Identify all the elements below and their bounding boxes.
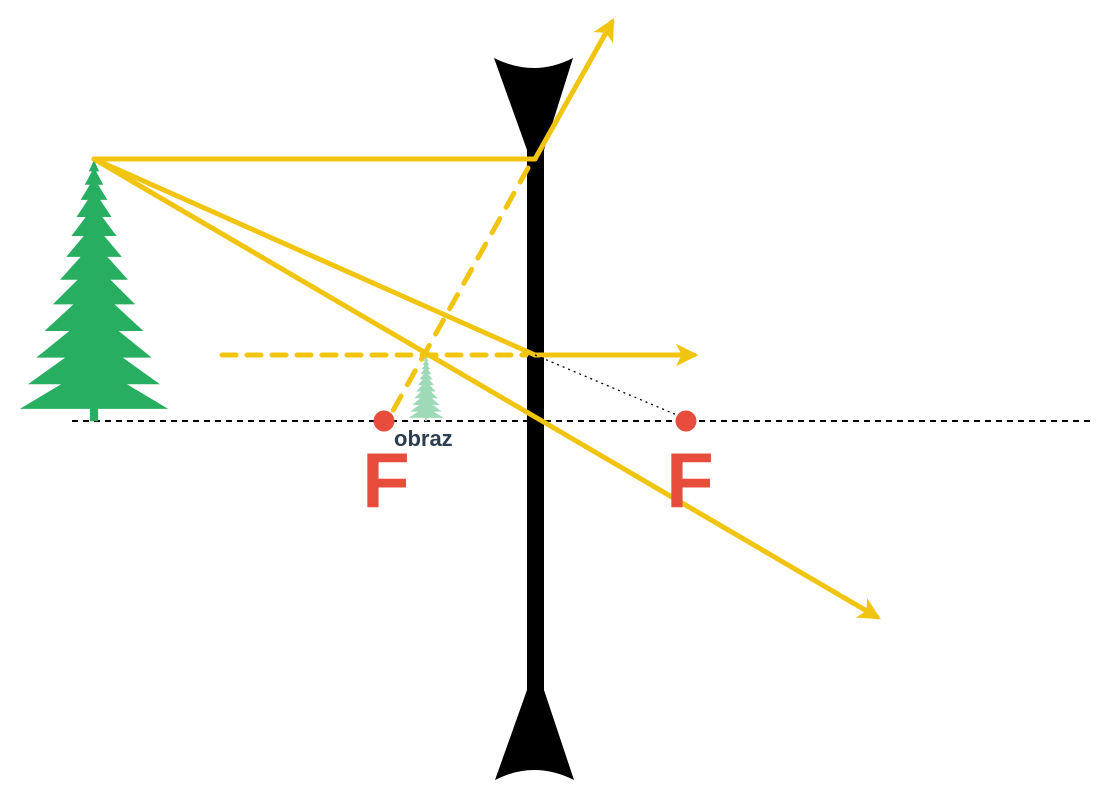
focal-point-left: [373, 410, 395, 432]
image-tree-icon: [408, 355, 444, 421]
focal-label-right: F: [666, 436, 714, 524]
ray-center: [91, 156, 881, 620]
focal-point-right: [675, 410, 697, 432]
ray-parallel-extension: [387, 165, 531, 419]
image-label: obraz: [394, 426, 453, 451]
ray-to-focus-incident: [91, 156, 538, 358]
light-rays: [91, 18, 881, 620]
object-tree-icon: [19, 160, 169, 422]
focal-label-left: F: [362, 436, 410, 524]
construction-line: [534, 354, 685, 419]
ray-parallel-refracted: [532, 18, 615, 162]
